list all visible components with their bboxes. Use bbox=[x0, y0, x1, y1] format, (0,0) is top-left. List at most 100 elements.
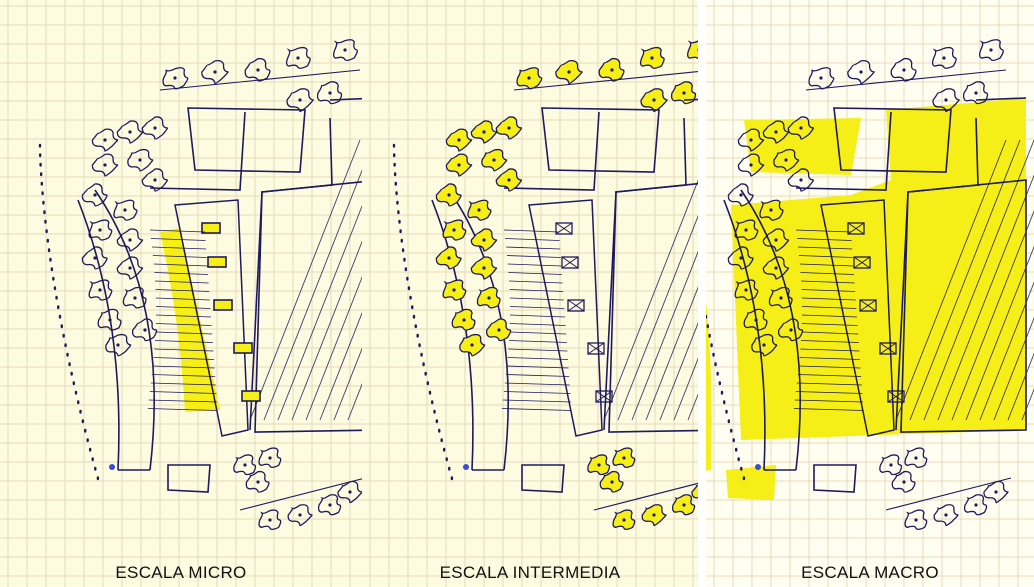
tree-canopy bbox=[233, 454, 257, 476]
kiosk-marker bbox=[207, 256, 227, 268]
tree-center-dot bbox=[739, 193, 743, 197]
tree-center-dot bbox=[622, 456, 626, 460]
tree-center-dot bbox=[143, 328, 147, 332]
tree-center-dot bbox=[974, 91, 978, 95]
tree-canopy bbox=[932, 88, 960, 113]
tree-center-dot bbox=[744, 228, 748, 232]
tree-canopy bbox=[141, 116, 169, 140]
path-line bbox=[159, 69, 361, 91]
kiosk-marker bbox=[859, 299, 877, 312]
panel-escala-intermedia: ESCALA INTERMEDIA bbox=[362, 0, 698, 587]
tree-center-dot bbox=[447, 256, 451, 260]
tree-canopy bbox=[931, 46, 957, 69]
tree-canopy bbox=[337, 480, 362, 504]
tree-center-dot bbox=[128, 266, 132, 270]
promenade-curve bbox=[77, 189, 155, 471]
tree-canopy bbox=[88, 279, 113, 301]
tree-canopy bbox=[787, 168, 815, 192]
tree-center-dot bbox=[447, 193, 451, 197]
tree-center-dot bbox=[994, 490, 998, 494]
tree-center-dot bbox=[256, 68, 260, 72]
tree-canopy bbox=[97, 308, 122, 331]
highlight-macro-block bbox=[731, 98, 1026, 440]
tree-canopy bbox=[933, 504, 959, 527]
kiosk-cross bbox=[587, 342, 605, 355]
tree-center-dot bbox=[173, 76, 177, 80]
tree-center-dot bbox=[652, 513, 656, 517]
tree-center-dot bbox=[268, 456, 272, 460]
tree-canopy bbox=[131, 318, 158, 342]
tree-canopy bbox=[287, 504, 313, 527]
tree-center-dot bbox=[116, 343, 120, 347]
kiosk-marker bbox=[847, 222, 865, 235]
caption-escala-macro: ESCALA MACRO bbox=[801, 563, 939, 582]
path-line bbox=[593, 482, 698, 511]
tree-center-dot bbox=[482, 266, 486, 270]
tree-center-dot bbox=[482, 130, 486, 134]
kiosk-cross bbox=[887, 390, 905, 403]
bottom-kiosk bbox=[813, 464, 857, 493]
tree-center-dot bbox=[774, 130, 778, 134]
tree-canopy bbox=[201, 60, 229, 85]
panel-divider bbox=[698, 0, 706, 587]
tree-center-dot bbox=[610, 480, 614, 484]
tree-center-dot bbox=[343, 48, 347, 52]
tree-center-dot bbox=[749, 138, 753, 142]
tree-canopy bbox=[258, 447, 282, 468]
tree-canopy bbox=[762, 120, 790, 144]
tree-canopy bbox=[768, 286, 793, 309]
tree-center-dot bbox=[482, 238, 486, 242]
highlight-macro-kiosk bbox=[726, 465, 776, 500]
radiating-lines bbox=[501, 229, 572, 411]
dotted-edge bbox=[38, 143, 100, 481]
tree-center-dot bbox=[497, 328, 501, 332]
tree-center-dot bbox=[697, 48, 698, 52]
tree-center-dot bbox=[974, 503, 978, 507]
tree-canopy bbox=[734, 279, 759, 301]
hatched-block-outline bbox=[254, 181, 362, 433]
tree-canopy bbox=[978, 39, 1004, 62]
tree-center-dot bbox=[819, 76, 823, 80]
tree-center-dot bbox=[859, 70, 863, 74]
highlight-macro-building bbox=[744, 118, 861, 175]
tree-center-dot bbox=[989, 48, 993, 52]
tree-center-dot bbox=[103, 138, 107, 142]
tree-canopy bbox=[105, 333, 132, 357]
kiosk-marker bbox=[241, 390, 261, 402]
path-line bbox=[239, 478, 362, 511]
tree-center-dot bbox=[682, 91, 686, 95]
tree-center-dot bbox=[452, 228, 456, 232]
building-outline bbox=[187, 107, 306, 173]
tree-center-dot bbox=[457, 138, 461, 142]
dotted-edge bbox=[392, 143, 454, 481]
hatched-block-outline bbox=[608, 182, 698, 433]
kiosk-marker bbox=[567, 299, 585, 312]
tree-canopy bbox=[891, 470, 916, 493]
tree-center-dot bbox=[93, 193, 97, 197]
promenade-curve bbox=[723, 189, 801, 471]
tree-canopy bbox=[88, 219, 113, 241]
tree-canopy bbox=[777, 318, 804, 342]
tree-center-dot bbox=[567, 70, 571, 74]
building-outline bbox=[541, 107, 660, 173]
tree-center-dot bbox=[942, 56, 946, 60]
tree-canopy bbox=[245, 470, 270, 493]
kiosk-marker bbox=[561, 256, 579, 269]
hatch-lines bbox=[249, 139, 362, 421]
tree-center-dot bbox=[328, 503, 332, 507]
blue-marker bbox=[755, 464, 761, 470]
tree-canopy bbox=[127, 148, 154, 172]
tree-canopy bbox=[141, 168, 169, 192]
tree-center-dot bbox=[527, 76, 531, 80]
sketch-group bbox=[392, 40, 698, 530]
blue-marker bbox=[109, 464, 115, 470]
tree-center-dot bbox=[799, 178, 803, 182]
tree-center-dot bbox=[296, 56, 300, 60]
tree-canopy bbox=[81, 246, 108, 270]
tree-center-dot bbox=[93, 256, 97, 260]
tree-center-dot bbox=[507, 178, 511, 182]
building-outline bbox=[833, 107, 952, 173]
tree-center-dot bbox=[597, 463, 601, 467]
kiosk-marker bbox=[887, 390, 905, 403]
sketch-group bbox=[706, 39, 1034, 530]
